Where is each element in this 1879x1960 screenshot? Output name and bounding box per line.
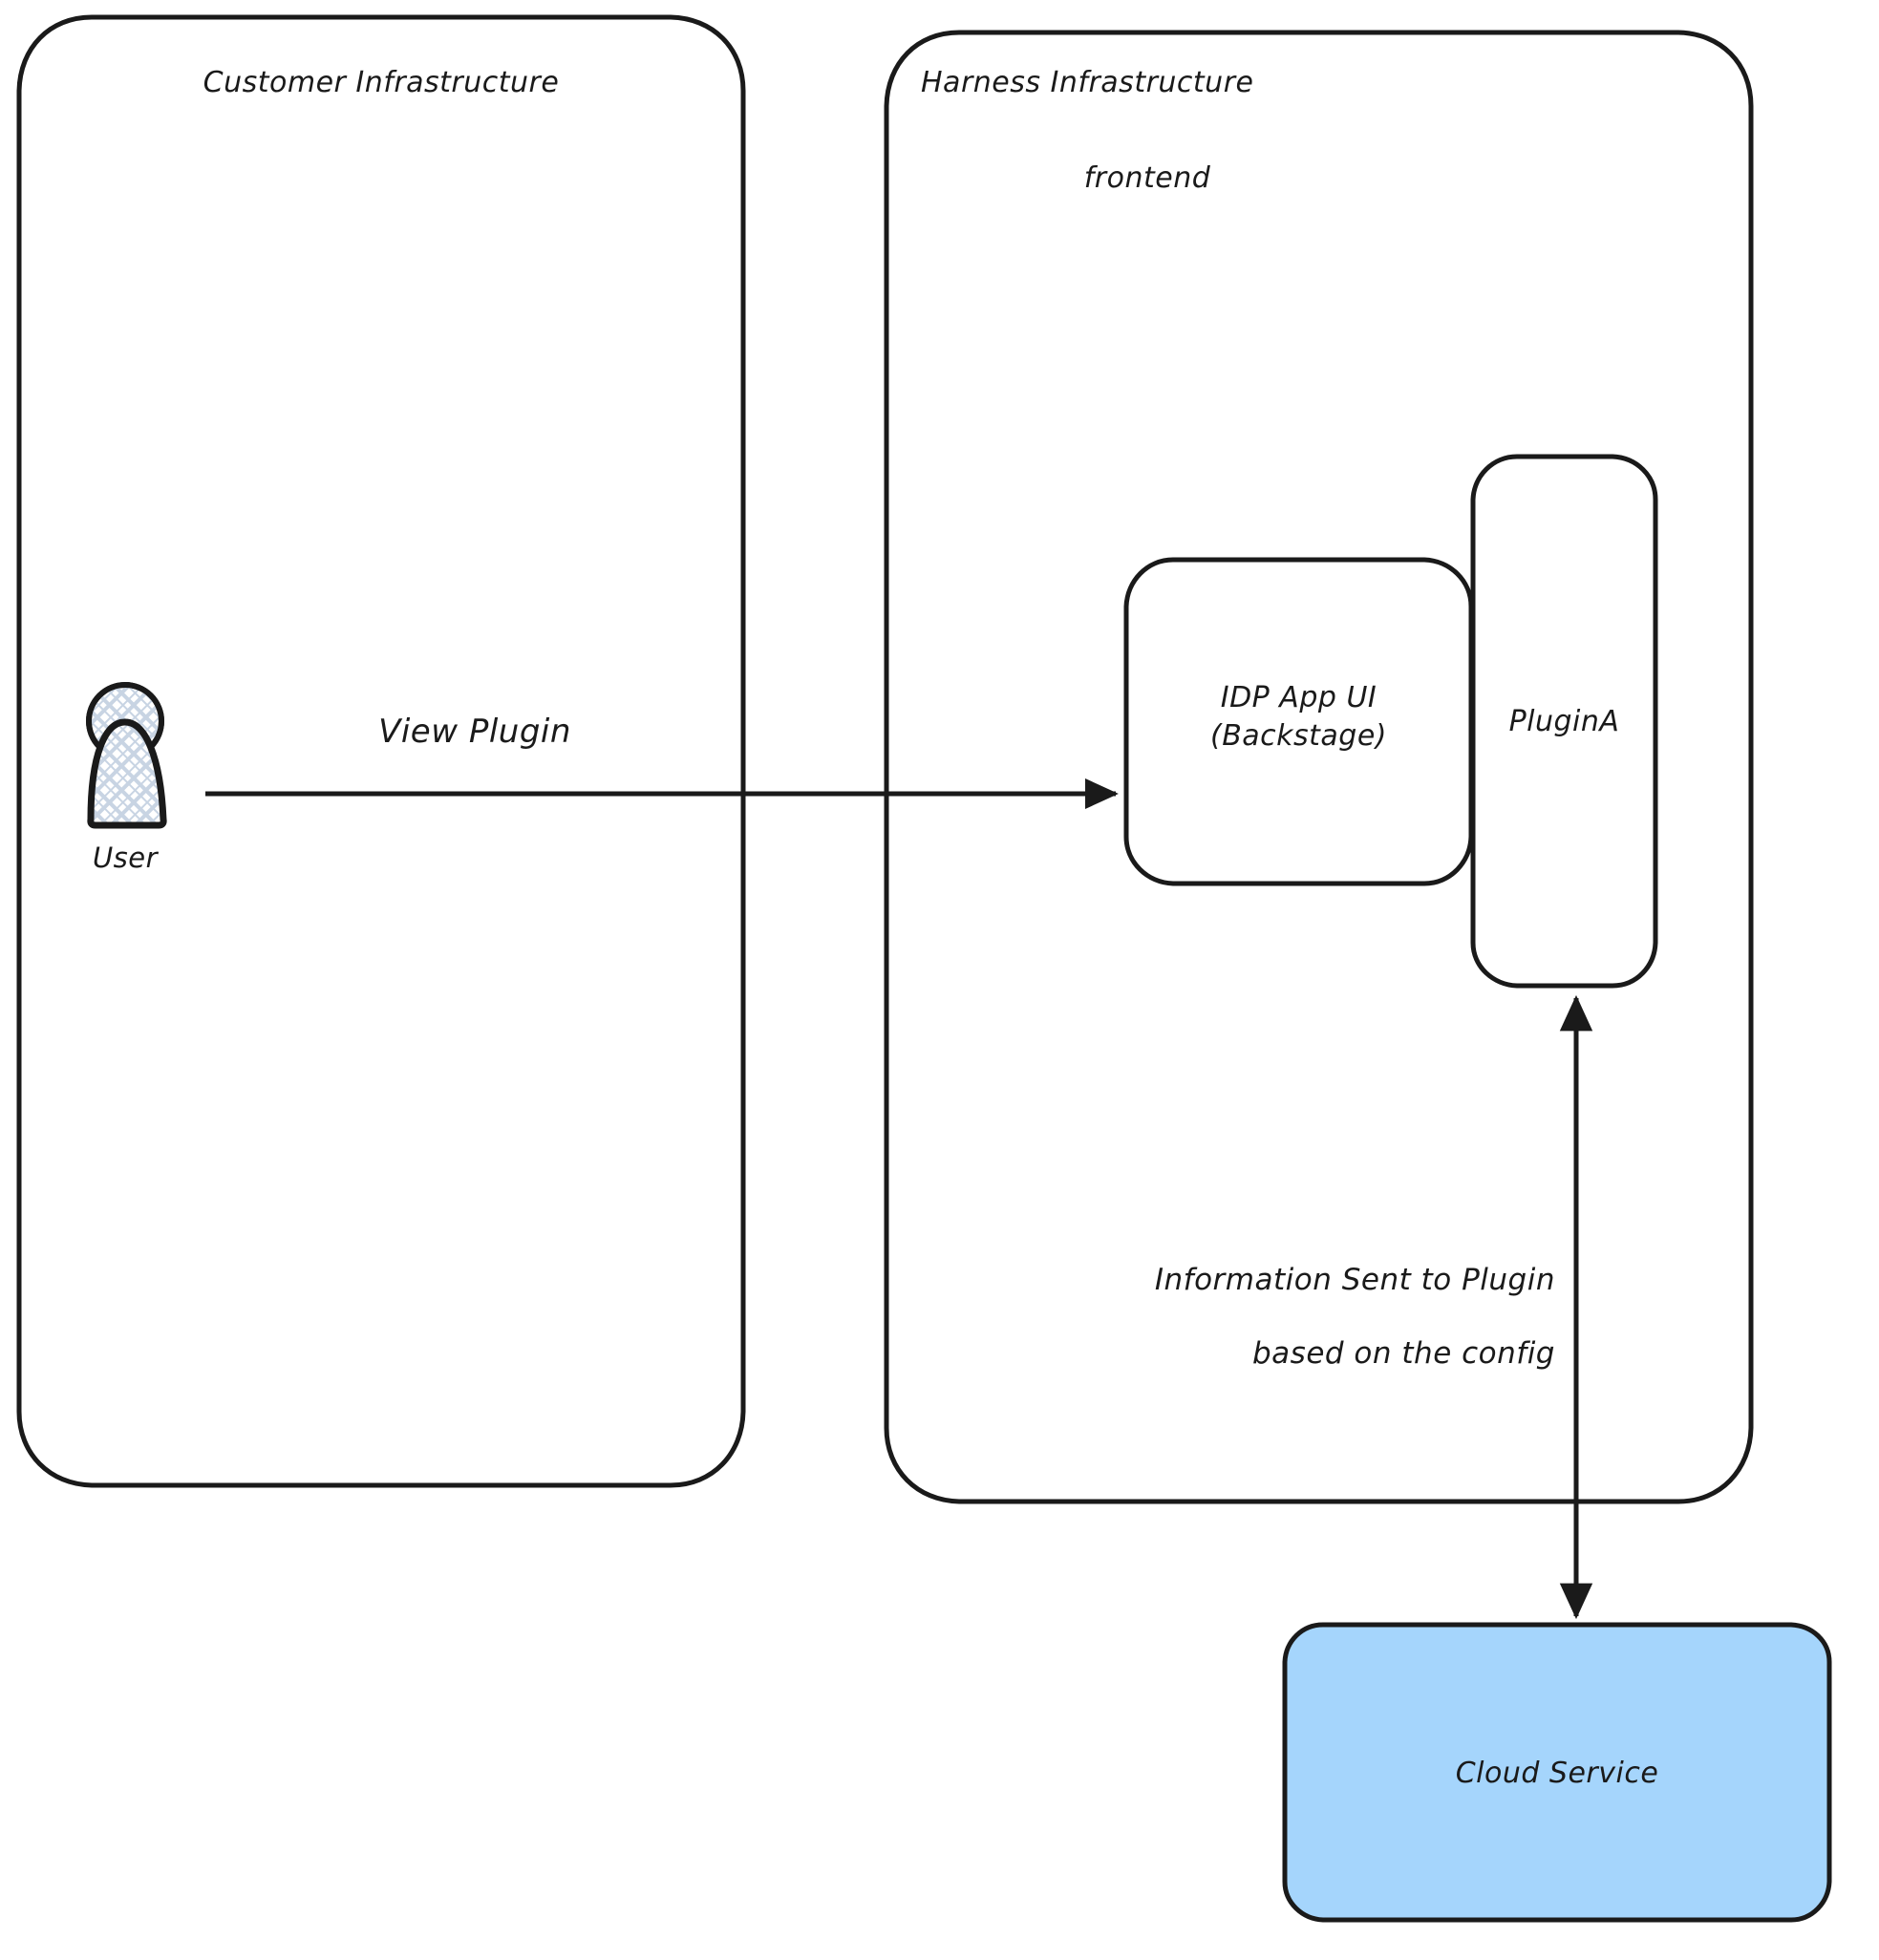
actor-user-label: User xyxy=(92,842,159,874)
group-title-customer-infrastructure: Customer Infrastructure xyxy=(203,66,560,99)
edge-label-information-sent-line1: Information Sent to Plugin xyxy=(1154,1263,1555,1297)
node-label-idp-app-ui-line1: IDP App UI xyxy=(1220,681,1377,714)
edge-label-view-plugin: View Plugin xyxy=(378,713,571,751)
group-title-harness-infrastructure: Harness Infrastructure xyxy=(921,66,1254,99)
node-label-idp-app-ui-line2: (Backstage) xyxy=(1209,719,1388,753)
node-idp-app-ui-shape[interactable] xyxy=(1123,557,1474,886)
actor-user-shape xyxy=(86,682,167,829)
section-label-frontend: frontend xyxy=(1083,161,1211,195)
node-label-plugin-a: PluginA xyxy=(1508,705,1620,738)
node-label-cloud-service: Cloud Service xyxy=(1455,1757,1659,1790)
edge-label-information-sent-line2: based on the config xyxy=(1252,1336,1555,1371)
node-cloud-service-shape[interactable] xyxy=(1282,1622,1832,1923)
group-customer-infrastructure xyxy=(16,14,746,1488)
node-plugin-a-shape[interactable] xyxy=(1470,454,1658,989)
